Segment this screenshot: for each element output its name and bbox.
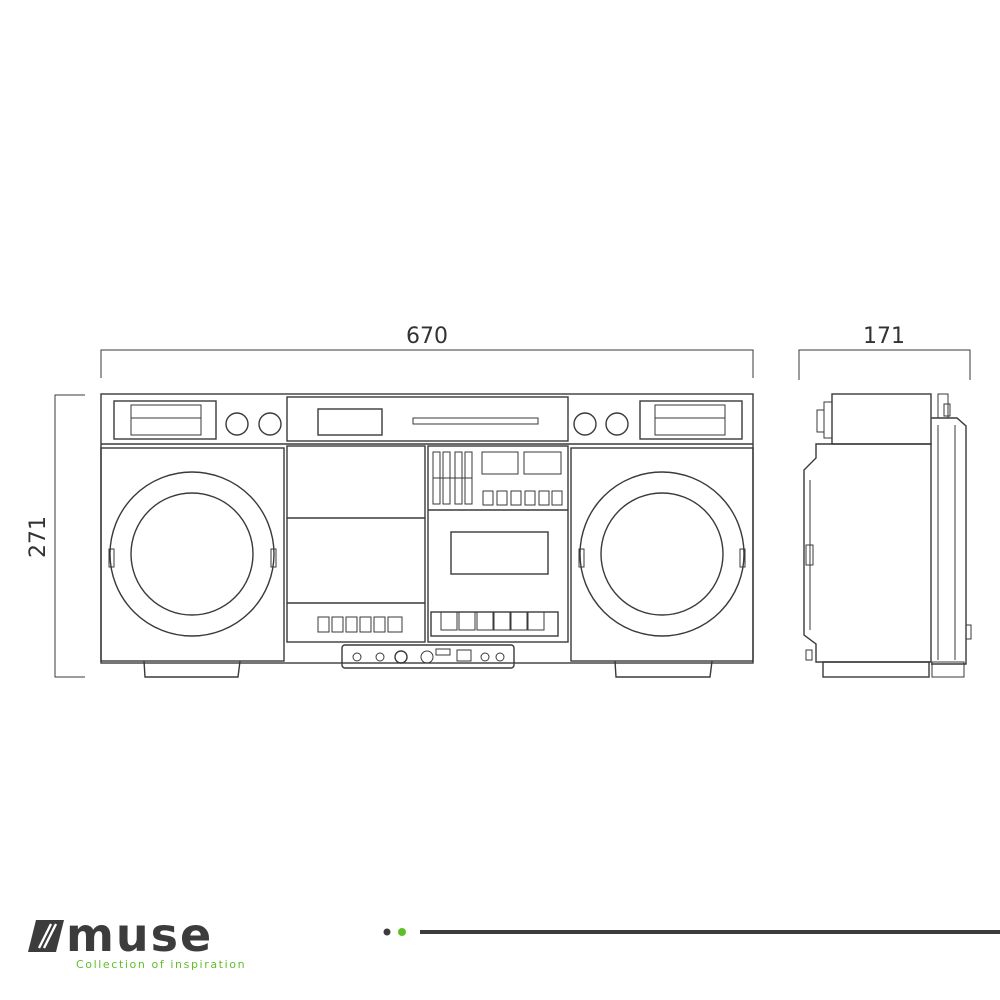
height-dimension: 271	[26, 394, 85, 678]
logo-wordmark: muse	[66, 908, 213, 962]
width-dimension-label: 670	[406, 324, 448, 349]
width-dimension: 670	[100, 324, 754, 378]
depth-dimension-label: 171	[863, 324, 905, 349]
brand-tagline: Collection of inspiration	[76, 958, 247, 971]
left-speaker	[100, 447, 285, 678]
boombox-front-view	[100, 393, 754, 678]
height-dimension-label: 271	[26, 516, 51, 558]
right-cassette-deck	[427, 445, 569, 643]
footer-divider	[383, 928, 1000, 936]
boombox-side-view	[803, 393, 972, 678]
depth-dimension: 171	[798, 324, 971, 380]
io-panel	[341, 644, 515, 669]
right-speaker	[570, 447, 754, 678]
left-cassette-deck	[286, 445, 426, 643]
muse-logo: muse	[28, 908, 213, 962]
